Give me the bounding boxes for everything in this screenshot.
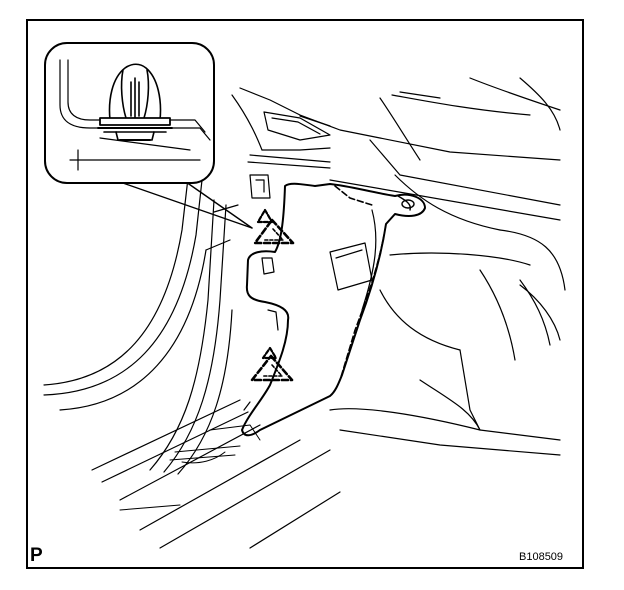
panel-brackets <box>243 174 279 411</box>
door-opening-frame <box>43 177 341 549</box>
clip-detail-callout <box>44 42 215 184</box>
cowl-side-trim-board <box>241 182 426 437</box>
clip-location-triangle-icon <box>250 346 294 382</box>
push-clip-icon <box>97 63 173 141</box>
instrument-panel <box>231 77 561 221</box>
reference-code: B108509 <box>519 551 564 563</box>
view-letter: P <box>30 545 43 566</box>
door-sill-lines <box>119 424 261 511</box>
callout-leader <box>119 181 253 229</box>
lower-console <box>329 174 566 456</box>
clip-location-triangle-icon <box>253 208 295 245</box>
